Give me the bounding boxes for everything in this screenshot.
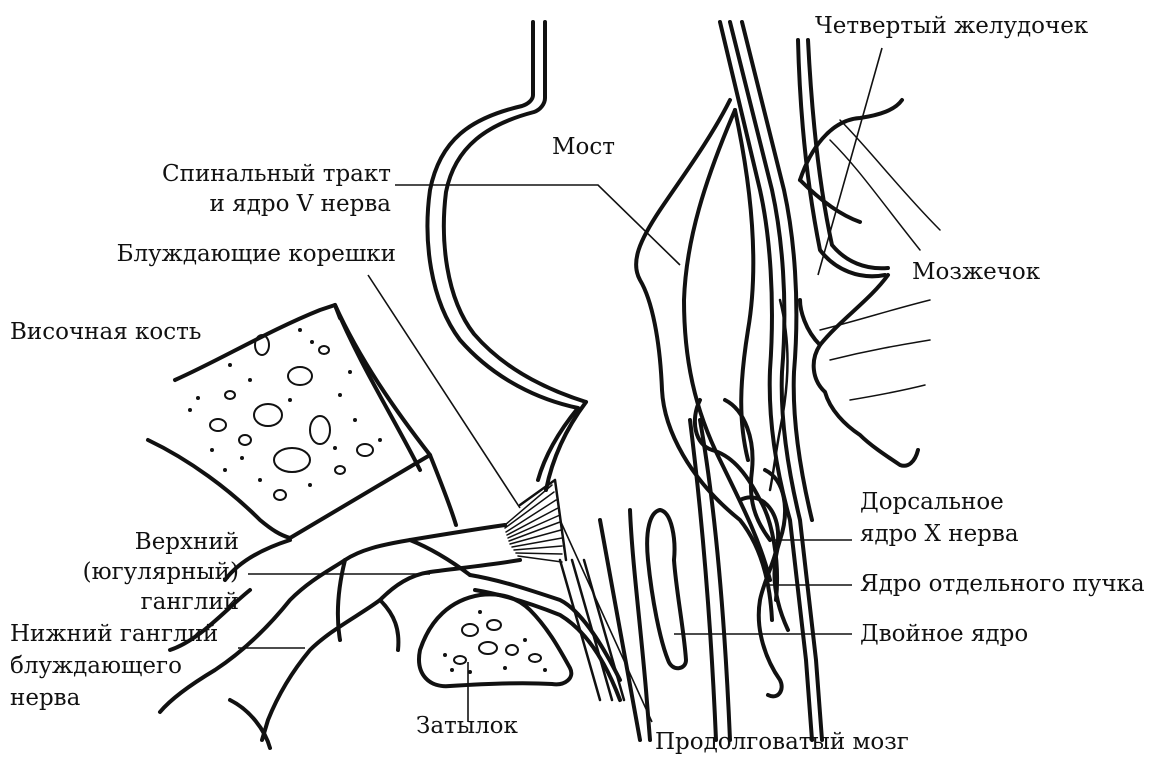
pons-outline [636,22,822,740]
label-nucleus-ambiguus: Двойное ядро [860,620,1028,649]
label-superior-ganglion-line2: (югулярный) [83,558,239,587]
label-inferior-ganglion-line3: нерва [10,684,80,713]
label-solitary-nucleus: Ядро отдельного пучка [860,570,1145,599]
occipital-bone [419,594,571,686]
label-inferior-ganglion-line2: блуждающего [10,652,182,681]
label-fourth-ventricle: Четвертый желудочек [815,12,1088,41]
label-superior-ganglion-line3: ганглий [141,588,239,617]
brainstem-outline [428,22,586,490]
label-spinal-tract-line1: Спинальный тракт [162,160,391,189]
label-inferior-ganglion-line1: Нижний ганглий [10,620,218,649]
label-pons: Мост [552,133,615,162]
label-temporal-bone: Височная кость [10,318,201,347]
label-spinal-tract-line2: и ядро V нерва [210,190,391,219]
medulla-outline [600,420,730,740]
label-medulla: Продолговатый мозг [655,728,909,757]
vagal-rootlets [505,480,566,562]
label-dorsal-nucleus-line2: ядро X нерва [860,520,1019,549]
leader-fourth-ventricle [818,48,882,275]
label-superior-ganglion-line1: Верхний [135,528,239,557]
label-occiput: Затылок [416,712,518,741]
label-cerebellum: Мозжечок [912,258,1040,287]
label-vagal-rootlets: Блуждающие корешки [117,240,396,269]
temporal-bone-texture [188,328,382,500]
label-dorsal-nucleus-line1: Дорсальное [860,488,1004,517]
